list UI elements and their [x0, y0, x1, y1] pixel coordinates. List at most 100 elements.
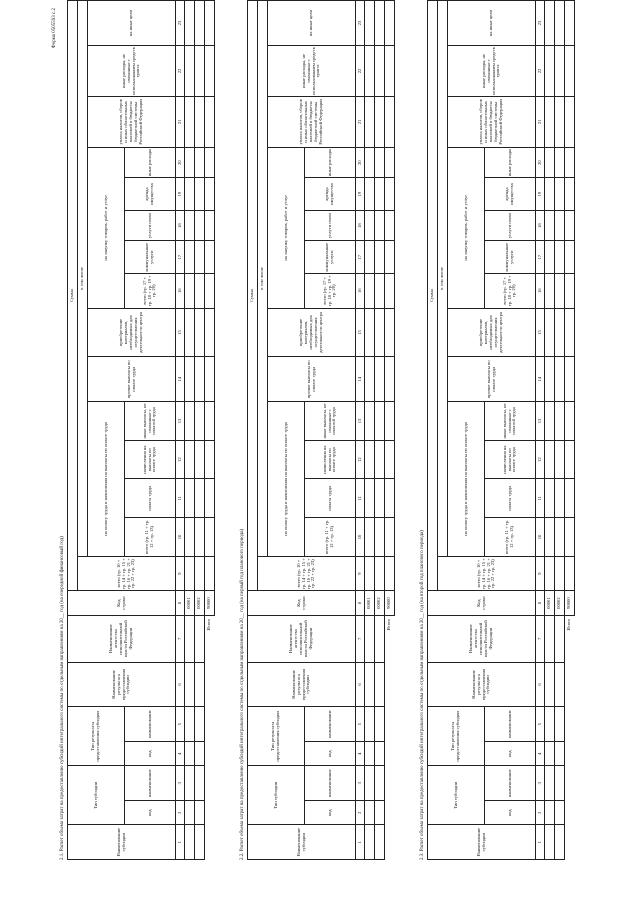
input-cell[interactable]	[554, 662, 565, 707]
input-cell[interactable]	[184, 517, 195, 557]
input-cell[interactable]	[194, 308, 205, 357]
input-cell[interactable]	[184, 615, 195, 663]
input-cell[interactable]	[374, 308, 385, 357]
input-cell[interactable]	[544, 440, 555, 479]
input-cell[interactable]	[374, 440, 385, 479]
input-cell[interactable]	[364, 401, 375, 441]
input-cell[interactable]	[364, 273, 375, 309]
input-cell[interactable]	[364, 662, 375, 707]
input-cell[interactable]	[554, 440, 565, 479]
total-cell[interactable]	[384, 308, 395, 357]
input-cell[interactable]	[554, 615, 565, 663]
input-cell[interactable]	[364, 440, 375, 479]
total-cell[interactable]	[384, 45, 395, 97]
total-cell[interactable]	[564, 96, 575, 148]
input-cell[interactable]	[554, 800, 565, 825]
input-cell[interactable]	[544, 45, 555, 97]
input-cell[interactable]	[364, 615, 375, 663]
input-cell[interactable]	[544, 517, 555, 557]
input-cell[interactable]	[554, 478, 565, 518]
input-cell[interactable]	[364, 0, 375, 46]
total-cell[interactable]	[384, 517, 395, 557]
total-cell[interactable]	[204, 356, 215, 402]
input-cell[interactable]	[544, 401, 555, 441]
input-cell[interactable]	[194, 147, 205, 178]
input-cell[interactable]	[374, 210, 385, 241]
total-cell[interactable]	[204, 240, 215, 274]
input-cell[interactable]	[194, 45, 205, 97]
input-cell[interactable]	[374, 706, 385, 742]
input-cell[interactable]	[194, 741, 205, 766]
total-cell[interactable]	[384, 240, 395, 274]
input-cell[interactable]	[544, 478, 555, 518]
input-cell[interactable]	[374, 240, 385, 274]
input-cell[interactable]	[544, 615, 555, 663]
input-cell[interactable]	[544, 706, 555, 742]
total-cell[interactable]	[564, 240, 575, 274]
input-cell[interactable]	[184, 824, 195, 860]
input-cell[interactable]	[364, 741, 375, 766]
input-cell[interactable]	[184, 800, 195, 825]
input-cell[interactable]	[544, 273, 555, 309]
input-cell[interactable]	[194, 356, 205, 402]
input-cell[interactable]	[194, 800, 205, 825]
input-cell[interactable]	[184, 706, 195, 742]
input-cell[interactable]	[184, 45, 195, 97]
total-cell[interactable]	[204, 478, 215, 518]
input-cell[interactable]	[374, 401, 385, 441]
input-cell[interactable]	[554, 401, 565, 441]
input-cell[interactable]	[194, 273, 205, 309]
input-cell[interactable]	[184, 96, 195, 148]
input-cell[interactable]	[184, 147, 195, 178]
input-cell[interactable]	[554, 356, 565, 402]
input-cell[interactable]	[184, 210, 195, 241]
input-cell[interactable]	[374, 741, 385, 766]
input-cell[interactable]	[194, 662, 205, 707]
input-cell[interactable]	[554, 210, 565, 241]
total-cell[interactable]	[384, 478, 395, 518]
input-cell[interactable]	[374, 147, 385, 178]
input-cell[interactable]	[364, 824, 375, 860]
input-cell[interactable]	[554, 240, 565, 274]
input-cell[interactable]	[364, 308, 375, 357]
input-cell[interactable]	[194, 240, 205, 274]
input-cell[interactable]	[374, 177, 385, 211]
total-cell[interactable]	[204, 147, 215, 178]
total-cell[interactable]	[204, 96, 215, 148]
input-cell[interactable]	[374, 800, 385, 825]
input-cell[interactable]	[184, 273, 195, 309]
input-cell[interactable]	[554, 96, 565, 148]
total-cell[interactable]	[564, 0, 575, 46]
input-cell[interactable]	[554, 177, 565, 211]
input-cell[interactable]	[184, 556, 195, 591]
input-cell[interactable]	[364, 210, 375, 241]
total-cell[interactable]	[204, 45, 215, 97]
total-cell[interactable]	[564, 210, 575, 241]
input-cell[interactable]	[194, 556, 205, 591]
input-cell[interactable]	[194, 765, 205, 801]
input-cell[interactable]	[194, 177, 205, 211]
input-cell[interactable]	[554, 308, 565, 357]
total-cell[interactable]	[564, 45, 575, 97]
total-cell[interactable]	[384, 440, 395, 479]
input-cell[interactable]	[544, 147, 555, 178]
input-cell[interactable]	[544, 356, 555, 402]
input-cell[interactable]	[364, 96, 375, 148]
input-cell[interactable]	[554, 765, 565, 801]
input-cell[interactable]	[374, 662, 385, 707]
input-cell[interactable]	[194, 615, 205, 663]
total-cell[interactable]	[564, 147, 575, 178]
total-cell[interactable]	[204, 440, 215, 479]
input-cell[interactable]	[184, 0, 195, 46]
input-cell[interactable]	[194, 0, 205, 46]
input-cell[interactable]	[544, 741, 555, 766]
input-cell[interactable]	[374, 478, 385, 518]
input-cell[interactable]	[554, 706, 565, 742]
input-cell[interactable]	[364, 177, 375, 211]
input-cell[interactable]	[194, 440, 205, 479]
input-cell[interactable]	[184, 308, 195, 357]
input-cell[interactable]	[184, 440, 195, 479]
input-cell[interactable]	[194, 210, 205, 241]
total-cell[interactable]	[564, 478, 575, 518]
input-cell[interactable]	[184, 478, 195, 518]
